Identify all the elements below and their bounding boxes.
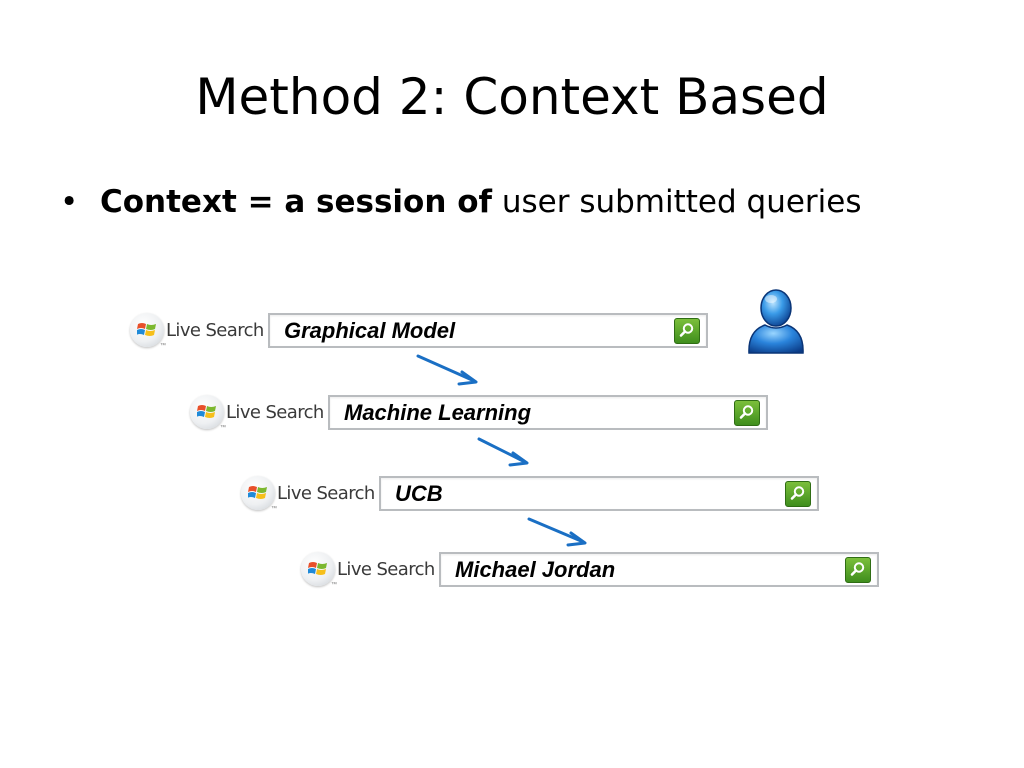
- windows-flag-icon: [301, 552, 335, 586]
- trademark-mark: ™: [331, 582, 337, 588]
- bullet-bold-text: Context = a session of: [100, 184, 492, 220]
- windows-flag-icon: [130, 313, 164, 347]
- search-query-text: Graphical Model: [284, 318, 456, 343]
- search-button[interactable]: [785, 481, 811, 507]
- live-search-brand: Live Search: [166, 320, 264, 341]
- arrow-down-right-icon: [527, 517, 587, 547]
- user-icon: [748, 289, 804, 354]
- bullet-marker: •: [60, 184, 79, 220]
- windows-flag-icon: [241, 476, 275, 510]
- search-input[interactable]: Machine Learning: [328, 395, 768, 430]
- search-input[interactable]: Michael Jordan: [439, 552, 879, 587]
- magnifier-icon: [739, 405, 754, 419]
- live-search-brand: Live Search: [226, 402, 324, 423]
- magnifier-icon: [850, 562, 865, 576]
- live-search-logo: ™ Live Search: [299, 550, 435, 590]
- live-search-brand: Live Search: [337, 559, 435, 580]
- live-search-logo: ™ Live Search: [188, 393, 324, 433]
- trademark-mark: ™: [160, 343, 166, 349]
- live-search-logo: ™ Live Search: [128, 311, 264, 351]
- magnifier-icon: [679, 323, 694, 337]
- search-button[interactable]: [734, 400, 760, 426]
- live-search-logo: ™ Live Search: [239, 474, 375, 514]
- search-button[interactable]: [845, 557, 871, 583]
- search-query-text: Michael Jordan: [455, 557, 616, 582]
- arrow-down-right-icon: [477, 437, 529, 467]
- bullet-normal-text: user submitted queries: [501, 184, 862, 220]
- live-search-brand: Live Search: [277, 483, 375, 504]
- search-query-text: Machine Learning: [344, 400, 532, 425]
- search-button[interactable]: [674, 318, 700, 344]
- magnifier-icon: [790, 486, 805, 500]
- trademark-mark: ™: [271, 506, 277, 512]
- windows-flag-icon: [190, 395, 224, 429]
- search-query-text: UCB: [395, 481, 443, 506]
- search-input[interactable]: UCB: [379, 476, 819, 511]
- search-input[interactable]: Graphical Model: [268, 313, 708, 348]
- page-title: Method 2: Context Based: [195, 68, 829, 126]
- trademark-mark: ™: [220, 425, 226, 431]
- arrow-down-right-icon: [416, 354, 478, 386]
- bullet-point: • Context = a session of user submitted q…: [60, 180, 862, 224]
